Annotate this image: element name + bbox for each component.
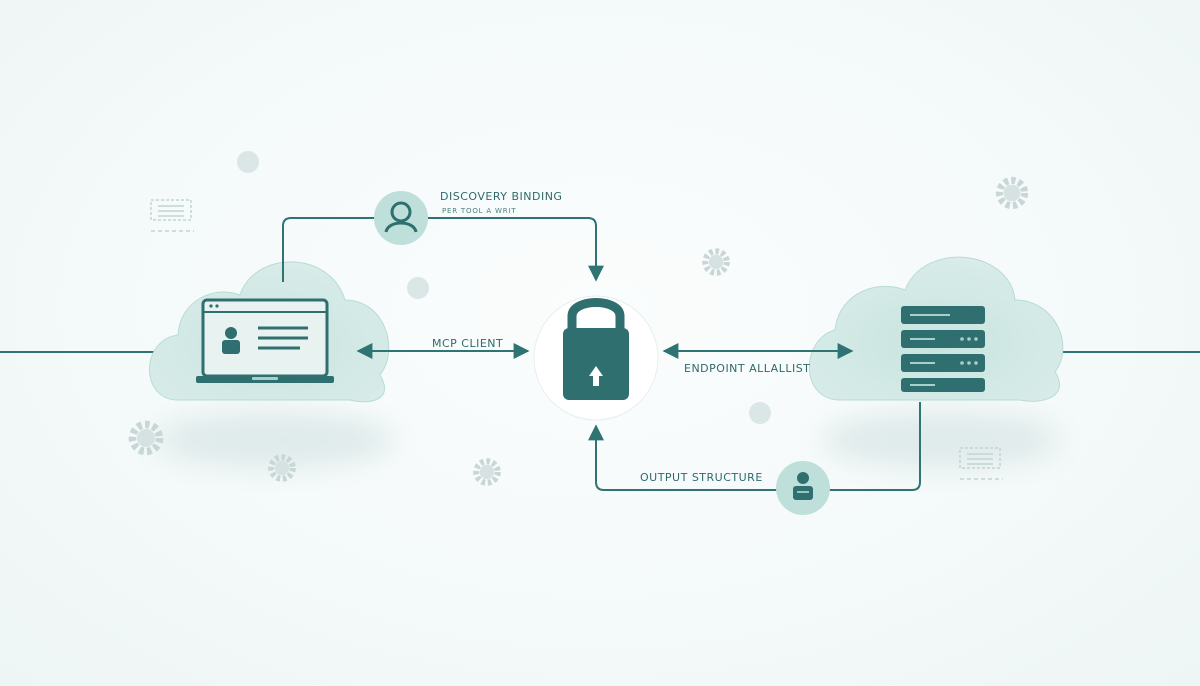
padlock-icon [533,295,659,421]
output-path [588,402,921,491]
output-structure-label: OUTPUT STRUCTURE [640,471,763,484]
document-icon [959,447,1003,480]
gear-icon [476,461,498,483]
gear-icon [749,402,771,424]
gear-icon [407,277,429,299]
discovery-binding-sublabel: PER TOOL A WRIT [442,207,517,215]
discovery-path [282,217,604,282]
server-cloud [808,256,1064,402]
gear-icon [237,151,259,173]
document-icon [150,199,194,232]
client-cloud-shadow [155,412,395,468]
endpoint-allowlist-label: ENDPOINT ALLALLIST [684,362,811,375]
gear-icon [705,251,727,273]
discovery-binding-label: DISCOVERY BINDING [440,190,563,203]
laptop-user-icon [196,298,334,383]
user-avatar-icon [374,191,428,245]
user-badge-icon [776,461,830,515]
server-rack-icon [901,306,985,392]
mcp-client-label: MCP CLIENT [432,337,504,350]
gear-icon [999,180,1024,205]
server-cloud-shadow [820,412,1060,468]
